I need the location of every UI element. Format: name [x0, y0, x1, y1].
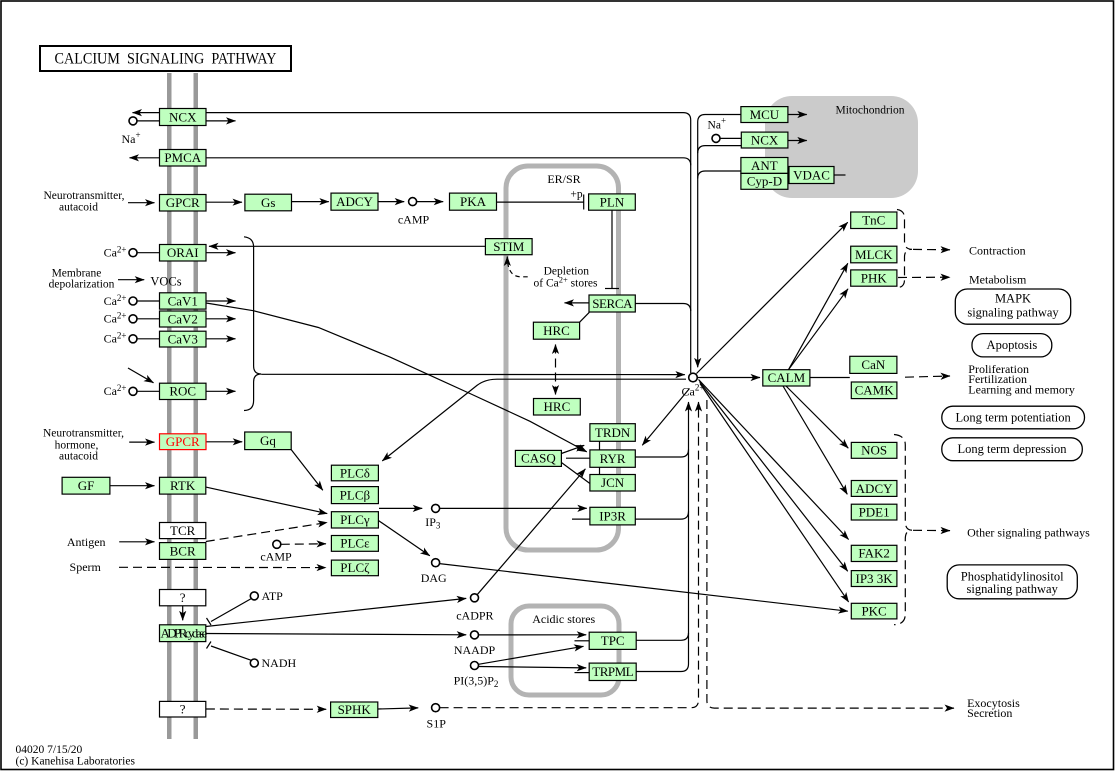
- svg-text:RTK: RTK: [170, 478, 196, 493]
- svg-text:HRC: HRC: [543, 323, 570, 338]
- svg-text:ANT: ANT: [751, 158, 778, 173]
- svg-text:autacoid: autacoid: [59, 450, 98, 462]
- svg-text:RYR: RYR: [600, 451, 626, 466]
- svg-text:TRDN: TRDN: [595, 425, 631, 440]
- svg-text:Metabolism: Metabolism: [969, 272, 1027, 286]
- svg-text:TCR: TCR: [170, 523, 196, 538]
- svg-text:VDAC: VDAC: [793, 167, 830, 182]
- svg-text:?: ?: [180, 702, 186, 717]
- svg-text:JCN: JCN: [601, 475, 625, 490]
- svg-text:GPCR: GPCR: [166, 434, 200, 449]
- svg-text:Neurotransmitter,: Neurotransmitter,: [44, 190, 125, 202]
- svg-text:Depletion: Depletion: [544, 265, 590, 277]
- svg-text:TRPML: TRPML: [592, 664, 633, 679]
- svg-text:ATP: ATP: [262, 589, 284, 603]
- svg-text:NADH: NADH: [262, 656, 297, 670]
- svg-text:Phosphatidylinositol: Phosphatidylinositol: [961, 570, 1064, 584]
- svg-text:DAG: DAG: [421, 571, 447, 585]
- svg-text:Fertilization: Fertilization: [968, 372, 1027, 386]
- svg-text:PKC: PKC: [861, 603, 886, 618]
- svg-text:CaV3: CaV3: [168, 331, 198, 346]
- svg-text:SPHK: SPHK: [338, 702, 372, 717]
- svg-text:Apoptosis: Apoptosis: [987, 338, 1038, 352]
- svg-text:CaV2: CaV2: [168, 311, 198, 326]
- svg-text:Acidic stores: Acidic stores: [532, 612, 595, 626]
- svg-text:ORAI: ORAI: [167, 245, 199, 260]
- svg-text:PKA: PKA: [460, 194, 487, 209]
- svg-text:NCX: NCX: [169, 109, 197, 124]
- svg-text:ROC: ROC: [169, 384, 196, 399]
- svg-text:S1P: S1P: [427, 717, 447, 731]
- svg-text:PI(3,5)P2: PI(3,5)P2: [454, 673, 499, 689]
- svg-text:Learning and memory: Learning and memory: [968, 382, 1075, 396]
- svg-text:HRC: HRC: [544, 399, 571, 414]
- svg-text:depolarization: depolarization: [49, 278, 115, 290]
- svg-text:PLCζ: PLCζ: [340, 560, 370, 575]
- svg-text:Long term potentiation: Long term potentiation: [955, 410, 1071, 424]
- svg-text:ER/SR: ER/SR: [547, 172, 580, 186]
- svg-text:TnC: TnC: [862, 213, 885, 228]
- svg-text:Mitochondrion: Mitochondrion: [836, 105, 905, 117]
- svg-text:NOS: NOS: [861, 443, 887, 458]
- svg-text:PDE1: PDE1: [859, 504, 890, 519]
- svg-text:PLCδ: PLCδ: [340, 465, 370, 480]
- svg-text:Neurotransmitter,: Neurotransmitter,: [43, 428, 124, 440]
- svg-text:CAMK: CAMK: [855, 383, 895, 398]
- svg-text:PMCA: PMCA: [164, 150, 201, 165]
- svg-text:Exocytosis: Exocytosis: [967, 696, 1020, 710]
- svg-text:VOCs: VOCs: [150, 274, 181, 288]
- svg-text:IP3R: IP3R: [599, 508, 626, 523]
- svg-text:CALCIUM SIGNALING PATHWAY: CALCIUM SIGNALING PATHWAY: [55, 51, 277, 68]
- svg-text:CASQ: CASQ: [521, 451, 556, 466]
- svg-text:of Ca2+ stores: of Ca2+ stores: [534, 274, 599, 289]
- svg-text:CaV1: CaV1: [168, 293, 198, 308]
- svg-text:NCX: NCX: [751, 132, 779, 147]
- svg-text:Gs: Gs: [261, 195, 275, 210]
- svg-text:Other signaling pathways: Other signaling pathways: [967, 525, 1090, 539]
- svg-text:Cyp-D: Cyp-D: [747, 174, 782, 189]
- svg-text:Long term depression: Long term depression: [957, 442, 1067, 456]
- svg-text:ADCY: ADCY: [336, 194, 373, 209]
- svg-text:cADPR: cADPR: [456, 609, 493, 623]
- svg-text:Gq: Gq: [260, 433, 276, 448]
- svg-text:CALM: CALM: [768, 370, 806, 385]
- svg-text:GPCR: GPCR: [166, 195, 200, 210]
- svg-text:PLCε: PLCε: [340, 536, 370, 551]
- svg-text:Contraction: Contraction: [969, 243, 1026, 257]
- svg-text:Sperm: Sperm: [70, 560, 102, 574]
- svg-text:Membrane: Membrane: [52, 267, 102, 279]
- svg-text:Antigen: Antigen: [67, 535, 106, 549]
- svg-text:+p: +p: [570, 188, 582, 200]
- svg-text:NAADP: NAADP: [454, 643, 496, 657]
- svg-text:autacoid: autacoid: [59, 201, 98, 213]
- svg-text:signaling pathway: signaling pathway: [967, 306, 1059, 320]
- svg-text:BCR: BCR: [170, 543, 196, 558]
- svg-text:ADPRcyclase: ADPRcyclase: [160, 626, 207, 641]
- svg-text:MAPK: MAPK: [995, 292, 1031, 306]
- svg-text:STIM: STIM: [493, 239, 525, 254]
- svg-text:PHK: PHK: [861, 270, 888, 285]
- svg-text:CaN: CaN: [861, 357, 885, 372]
- svg-text:hormone,: hormone,: [55, 439, 99, 451]
- svg-text:MLCK: MLCK: [855, 247, 893, 262]
- svg-text:TPC: TPC: [601, 633, 625, 648]
- svg-text:PLN: PLN: [600, 194, 625, 209]
- svg-text:ADCY: ADCY: [856, 481, 893, 496]
- svg-text:signaling pathway: signaling pathway: [967, 582, 1059, 596]
- svg-text:SERCA: SERCA: [592, 296, 633, 311]
- svg-text:IP3 3K: IP3 3K: [855, 571, 893, 586]
- svg-text:GF: GF: [78, 478, 95, 493]
- svg-text:PLCβ: PLCβ: [340, 487, 371, 502]
- svg-text:?: ?: [180, 590, 186, 605]
- svg-text:cAMP: cAMP: [398, 212, 430, 226]
- svg-text:Proliferation: Proliferation: [968, 362, 1029, 376]
- svg-text:PLCγ: PLCγ: [340, 512, 370, 527]
- svg-text:FAK2: FAK2: [858, 546, 890, 561]
- svg-text:cAMP: cAMP: [260, 549, 292, 563]
- svg-text:04020 7/15/20: 04020 7/15/20: [16, 744, 83, 756]
- svg-text:MCU: MCU: [750, 107, 780, 122]
- svg-text:(c) Kanehisa Laboratories: (c) Kanehisa Laboratories: [16, 755, 136, 767]
- svg-text:Secretion: Secretion: [967, 706, 1012, 720]
